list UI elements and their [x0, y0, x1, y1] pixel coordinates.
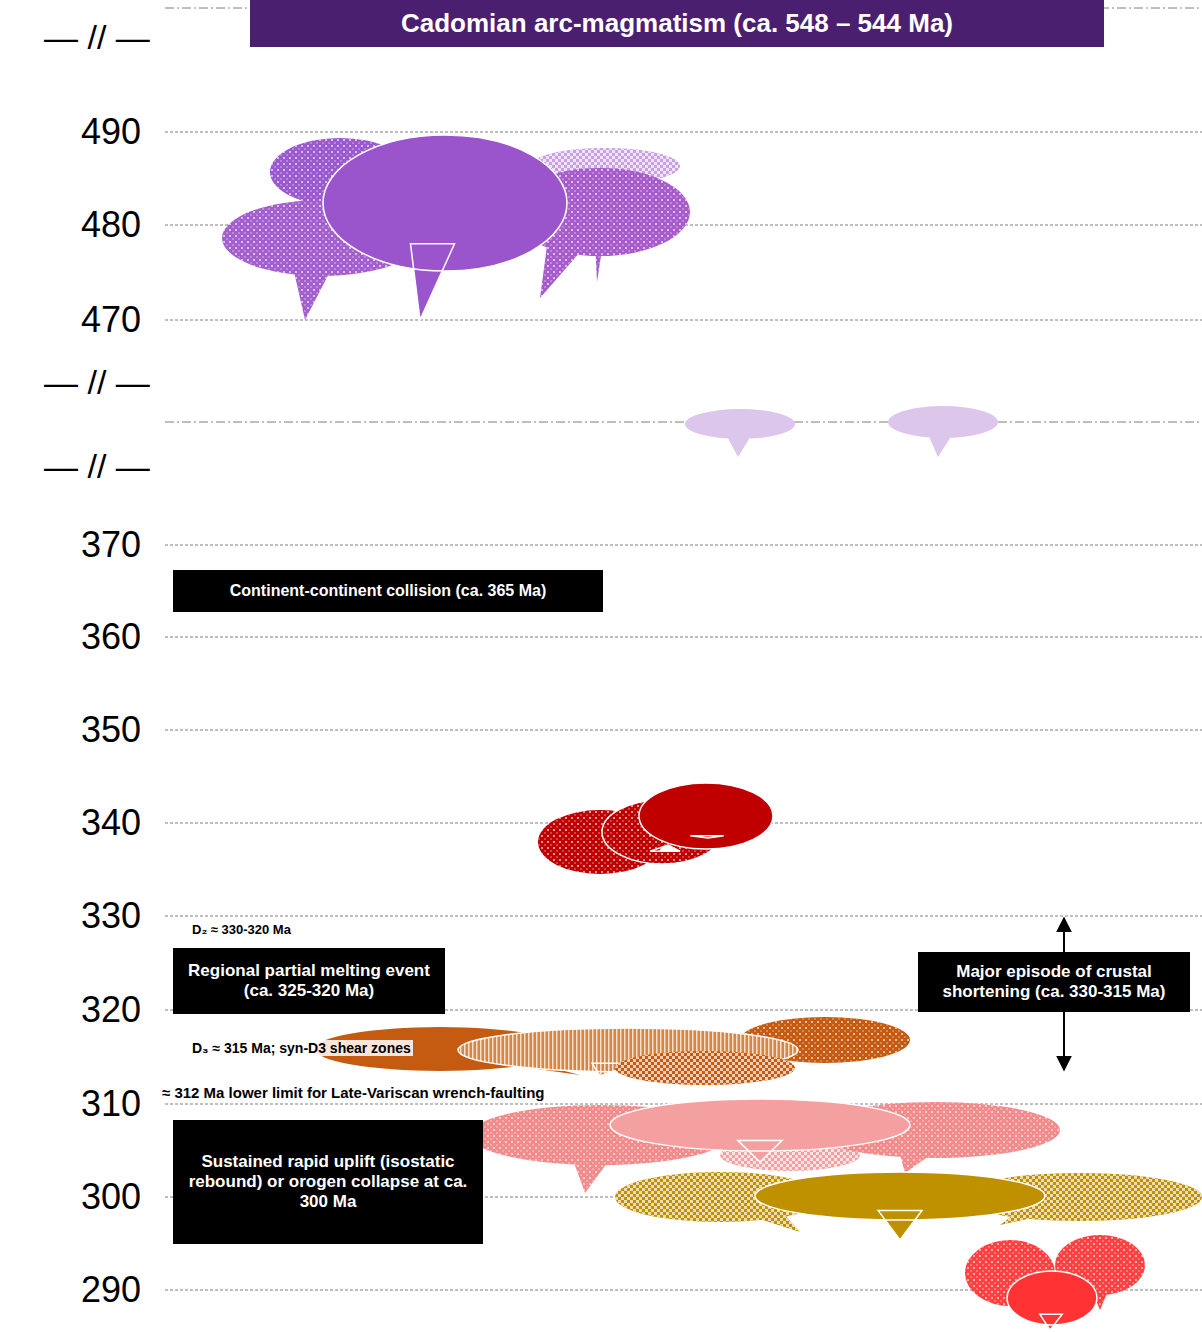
axis-tick-label: 350	[77, 709, 145, 751]
speech-bubble	[596, 246, 605, 282]
speech-bubble	[639, 783, 773, 849]
speech-bubble	[323, 135, 567, 320]
annotation-note: D₃ ≈ 315 Ma; syn-D3 shear zones	[190, 1040, 413, 1056]
bubble-fill	[685, 409, 795, 457]
gridline	[165, 422, 1202, 423]
axis-break: — // —	[40, 363, 154, 402]
bubble-fill	[610, 1099, 910, 1162]
event-box: Regional partial melting event (ca. 325-…	[173, 948, 445, 1014]
bubble-texture	[615, 1051, 795, 1085]
bubble-fill	[755, 1172, 1045, 1240]
annotation-note: D₂ ≈ 330-320 Ma	[190, 922, 293, 937]
speech-bubble	[1007, 1271, 1097, 1330]
axis-tick-label: 480	[77, 204, 145, 246]
speech-bubble	[615, 1051, 795, 1085]
bubble-texture	[596, 246, 605, 282]
bubble-fill	[615, 1051, 795, 1085]
event-text: Sustained rapid uplift (isostatic reboun…	[181, 1152, 475, 1212]
gridline	[165, 916, 1202, 917]
gridline	[165, 545, 1202, 546]
event-box: Major episode of crustal shortening (ca.…	[918, 952, 1190, 1012]
speech-bubble	[685, 409, 795, 457]
axis-tick-label: 300	[77, 1176, 145, 1218]
bubble-fill	[1007, 1271, 1097, 1330]
gridline	[165, 132, 1202, 133]
bubble-fill	[323, 135, 567, 320]
axis-tick-label: 470	[77, 299, 145, 341]
axis-tick-label: 330	[77, 895, 145, 937]
axis-tick-label: 360	[77, 616, 145, 658]
speech-bubble	[755, 1172, 1045, 1240]
axis-tick-label: 370	[77, 524, 145, 566]
annotation-note: ≈ 312 Ma lower limit for Late-Variscan w…	[160, 1084, 547, 1101]
speech-bubble	[888, 406, 998, 457]
bubble-fill	[639, 783, 773, 849]
axis-break: — // —	[40, 447, 154, 486]
event-box: Continent-continent collision (ca. 365 M…	[173, 570, 603, 612]
bubble-fill	[596, 246, 605, 282]
axis-tick-label: 320	[77, 989, 145, 1031]
speech-bubble	[610, 1099, 910, 1162]
axis-tick-label: 340	[77, 802, 145, 844]
axis-break: — // —	[40, 18, 154, 57]
gridline	[165, 637, 1202, 638]
gridline	[165, 730, 1202, 731]
axis-tick-label: 310	[77, 1083, 145, 1125]
event-box: Sustained rapid uplift (isostatic reboun…	[173, 1120, 483, 1244]
axis-tick-label: 490	[77, 111, 145, 153]
event-text: Major episode of crustal shortening (ca.…	[926, 962, 1182, 1002]
gridline	[165, 320, 1202, 321]
event-text: Continent-continent collision (ca. 365 M…	[230, 582, 546, 600]
axis-tick-label: 290	[77, 1269, 145, 1311]
event-text: Regional partial melting event (ca. 325-…	[181, 961, 437, 1001]
title-banner: Cadomian arc-magmatism (ca. 548 – 544 Ma…	[250, 0, 1104, 47]
bubble-fill	[888, 406, 998, 457]
